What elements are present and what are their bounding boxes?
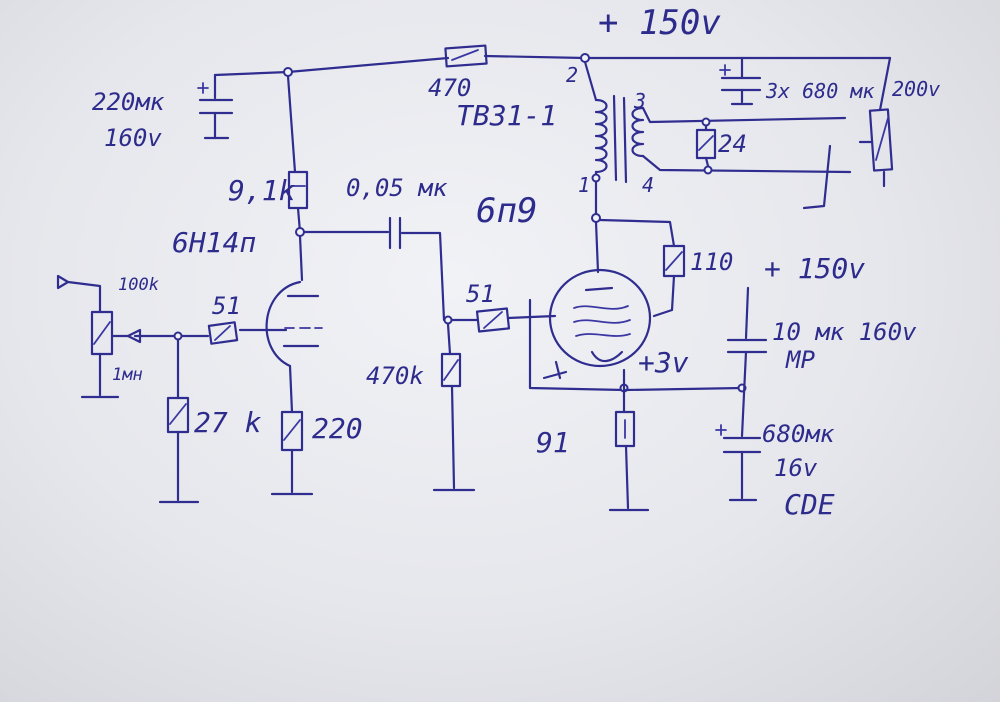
label-c-in-voltage: 160v (104, 124, 162, 152)
label-bias-voltage: +3v (638, 346, 689, 379)
label-c-bypass: 10 мк 160v (772, 318, 917, 346)
label-pin-3: 3 (633, 89, 646, 113)
capacitor-coupling (302, 216, 446, 322)
label-c-cathode-voltage: 16v (774, 454, 818, 482)
label-pot-low: 1мн (112, 365, 143, 385)
label-r-grid2: 51 (466, 280, 495, 308)
label-c-cathode-brand: CDE (784, 488, 835, 521)
label-pin-4: 4 (642, 173, 654, 197)
label-c-in-value: 220мк (92, 88, 165, 116)
secondary-output (641, 106, 852, 175)
label-c-out: 3x 680 мк (765, 79, 875, 103)
plate-resistor-column (283, 67, 309, 282)
capacitor-bypass (624, 286, 768, 502)
potentiometer-input (56, 274, 130, 399)
label-r-cathode1: 220 (312, 412, 363, 445)
label-c-out-voltage: 200v (892, 77, 940, 101)
label-pin-1: 1 (578, 173, 590, 197)
label-c-coupling: 0,05 мк (346, 174, 448, 202)
capacitor-c-in (197, 73, 234, 140)
label-pot: 100k (118, 275, 159, 295)
potentiometer-output (802, 56, 894, 210)
label-supply-top: + 150v (598, 3, 721, 43)
resistor-r-top (444, 44, 488, 68)
label-r-bias: 27 k (194, 406, 262, 439)
capacitor-out (719, 56, 762, 106)
output-transformer (580, 53, 645, 223)
resistor-cathode-2 (608, 410, 650, 512)
resistor-bias (158, 338, 200, 504)
tube-triode (238, 280, 323, 414)
resistor-grid-1 (126, 321, 239, 345)
label-r-screen: 110 (690, 248, 733, 276)
label-supply-right: + 150v (764, 252, 865, 285)
label-c-bypass-type: МР (785, 346, 815, 374)
label-c-cathode: 680мк (762, 420, 835, 448)
resistor-grid-2 (450, 307, 557, 333)
label-r-load: 24 (718, 130, 747, 158)
label-transformer: ТВЗ1-1 (456, 99, 557, 132)
label-r-grid-leak: 470k (366, 362, 424, 390)
label-r-cathode2: 91 (536, 426, 570, 459)
label-tube1: 6Н14п (172, 226, 256, 259)
label-r-grid1: 51 (212, 292, 241, 320)
label-r-plate1: 9,1k (228, 174, 296, 207)
label-r-top: 470 (428, 74, 471, 102)
label-tube2: 6п9 (476, 191, 537, 231)
resistor-cathode-1 (270, 410, 314, 496)
resistor-screen (598, 218, 686, 318)
label-pin-2: 2 (566, 63, 578, 87)
